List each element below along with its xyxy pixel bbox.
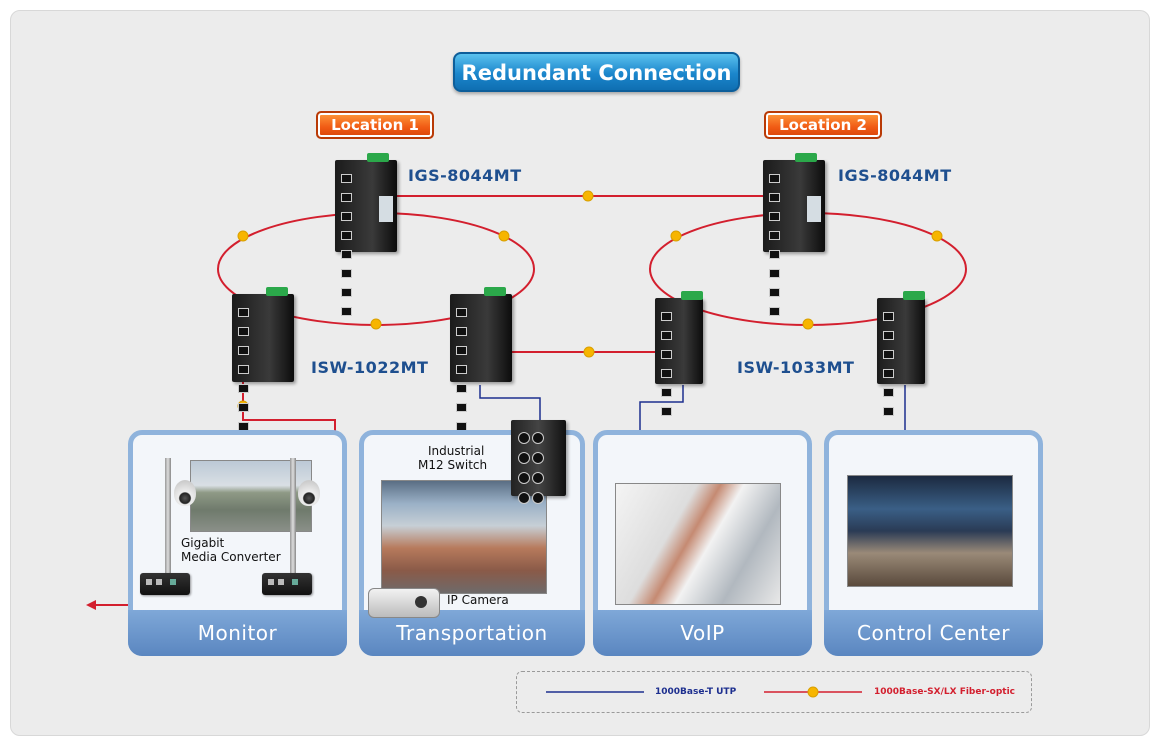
fiber-node-icon bbox=[807, 686, 819, 698]
industrial-switch-icon bbox=[450, 287, 512, 450]
device-label-core-right: IGS-8044MT bbox=[838, 166, 952, 185]
device-label-edge-left: ISW-1022MT bbox=[311, 358, 429, 377]
industrial-switch-icon bbox=[877, 291, 925, 416]
utp-m12-link bbox=[479, 385, 541, 420]
industrial-switch-icon bbox=[232, 287, 294, 450]
media-converter-label-line2: Media Converter bbox=[181, 550, 281, 564]
fiber-node-icon bbox=[498, 230, 510, 242]
ip-camera-icon bbox=[368, 588, 440, 618]
legend-swatches bbox=[546, 686, 862, 698]
fiber-node-icon bbox=[582, 190, 594, 202]
segment-label-control-center: Control Center bbox=[824, 610, 1043, 656]
device-label-edge-right: ISW-1033MT bbox=[737, 358, 855, 377]
m12-switch-label-line1: Industrial bbox=[428, 444, 485, 458]
industrial-switch-icon bbox=[335, 153, 397, 316]
fiber-node-icon bbox=[802, 318, 814, 330]
fiber-node-icon bbox=[931, 230, 943, 242]
diagram-title: Redundant Connection bbox=[453, 52, 740, 92]
legend-fiber-label: 1000Base-SX/LX Fiber-optic bbox=[874, 687, 1015, 697]
pole-icon bbox=[165, 458, 171, 578]
segment-label-voip: VoIP bbox=[593, 610, 812, 656]
fiber-arrow bbox=[86, 600, 96, 610]
legend-utp-label: 1000Base-T UTP bbox=[655, 687, 737, 697]
fiber-node-icon bbox=[237, 230, 249, 242]
m12-switch-icon bbox=[511, 420, 566, 504]
voip-photo bbox=[615, 483, 781, 605]
location-1-badge: Location 1 bbox=[316, 111, 434, 139]
fiber-node-icon bbox=[670, 230, 682, 242]
pole-icon bbox=[290, 458, 296, 578]
industrial-switch-icon bbox=[655, 291, 703, 416]
fiber-node-icon bbox=[370, 318, 382, 330]
industrial-switch-icon bbox=[763, 153, 825, 316]
control-room-photo bbox=[847, 475, 1013, 587]
dome-camera-icon bbox=[298, 480, 320, 506]
media-converter-icon bbox=[140, 573, 190, 595]
media-converter-label-line1: Gigabit bbox=[181, 536, 225, 550]
location-2-badge: Location 2 bbox=[764, 111, 882, 139]
dome-camera-icon bbox=[174, 480, 196, 506]
media-converter-icon bbox=[262, 573, 312, 595]
m12-switch-label-line2: M12 Switch bbox=[418, 458, 488, 472]
legend: 1000Base-T UTP 1000Base-SX/LX Fiber-opti… bbox=[516, 671, 1032, 713]
fiber-node-icon bbox=[583, 346, 595, 358]
device-label-core-left: IGS-8044MT bbox=[408, 166, 522, 185]
ip-camera-label: IP Camera bbox=[447, 593, 509, 607]
segment-label-monitor: Monitor bbox=[128, 610, 347, 656]
